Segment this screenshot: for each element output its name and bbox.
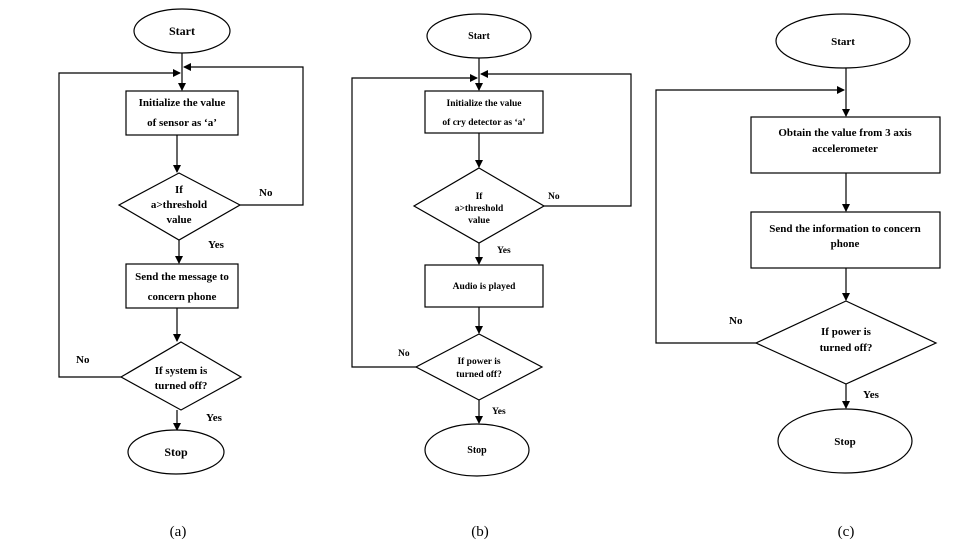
a-threshold-label-2: a>threshold	[151, 199, 207, 211]
a-threshold-label-1: If	[175, 184, 183, 196]
b-power-off-label-1: If power is	[457, 357, 500, 367]
b-threshold-label-3: value	[468, 216, 490, 226]
c-stop-label: Stop	[834, 436, 855, 448]
a-yes-label-1: Yes	[208, 239, 225, 251]
c-power-off-label-2: turned off?	[820, 342, 873, 354]
a-yes-label-2: Yes	[206, 412, 223, 424]
a-stop-label: Stop	[164, 445, 188, 459]
a-initialize-label-1: Initialize the value	[139, 97, 226, 109]
b-stop-label: Stop	[467, 445, 487, 456]
b-caption: (b)	[471, 524, 489, 540]
a-no-label-2: No	[76, 354, 90, 366]
a-stop-terminal	[127, 429, 225, 475]
a-send-message-box	[125, 263, 239, 309]
a-start-label: Start	[169, 24, 195, 38]
flowchart-a: Start Initialize the value of sensor as …	[58, 8, 304, 540]
a-no-loop-connector-2	[58, 69, 181, 378]
a-send-message-label-2: concern phone	[148, 291, 217, 303]
a-no-loop-connector	[183, 63, 304, 206]
b-initialize-label-2: of cry detector as ‘a’	[442, 117, 525, 128]
c-no-label: No	[729, 315, 743, 327]
flowchart-b: Start Initialize the value of cry detect…	[351, 13, 632, 540]
b-no-loop-connector-2	[351, 74, 478, 368]
b-no-loop-connector	[480, 70, 632, 207]
b-power-off-decision	[414, 333, 544, 401]
a-caption: (a)	[170, 524, 187, 540]
c-yes-label: Yes	[863, 389, 880, 401]
c-no-loop-connector	[655, 86, 845, 344]
b-threshold-label-2: a>threshold	[455, 204, 504, 214]
b-threshold-label-1: If	[476, 192, 484, 202]
b-audio-label: Audio is played	[453, 282, 517, 292]
b-start-label: Start	[468, 31, 490, 42]
c-send-info-box	[750, 211, 941, 269]
c-send-info-label-2: phone	[831, 238, 860, 250]
a-initialize-label-2: of sensor as ‘a’	[147, 117, 217, 129]
c-power-off-label-1: If power is	[821, 326, 872, 338]
b-no-label-1: No	[548, 192, 560, 202]
b-yes-label-2: Yes	[492, 407, 506, 417]
a-no-label-1: No	[259, 187, 273, 199]
b-initialize-box	[424, 90, 544, 134]
c-obtain-label-2: accelerometer	[812, 143, 878, 155]
b-audio-box	[424, 264, 544, 308]
a-threshold-label-3: value	[166, 214, 191, 226]
c-send-info-label-1: Send the information to concern	[769, 223, 921, 235]
flowchart-c: Start Obtain the value from 3 axis accel…	[655, 13, 941, 540]
b-initialize-label-1: Initialize the value	[447, 99, 522, 109]
c-stop-terminal	[777, 408, 913, 474]
a-system-off-label-2: turned off?	[155, 380, 208, 392]
c-obtain-label-1: Obtain the value from 3 axis	[778, 127, 912, 139]
b-no-label-2: No	[398, 349, 410, 359]
a-system-off-label-1: If system is	[155, 365, 208, 377]
c-start-terminal	[775, 13, 911, 69]
a-initialize-box	[125, 90, 239, 136]
c-start-label: Start	[831, 36, 855, 48]
c-caption: (c)	[838, 524, 855, 540]
a-system-off-decision	[119, 341, 243, 411]
b-power-off-label-2: turned off?	[456, 370, 502, 380]
b-stop-terminal	[424, 423, 530, 477]
b-yes-label-1: Yes	[497, 246, 511, 256]
a-send-message-label-1: Send the message to	[135, 271, 229, 283]
c-obtain-box	[750, 116, 941, 174]
